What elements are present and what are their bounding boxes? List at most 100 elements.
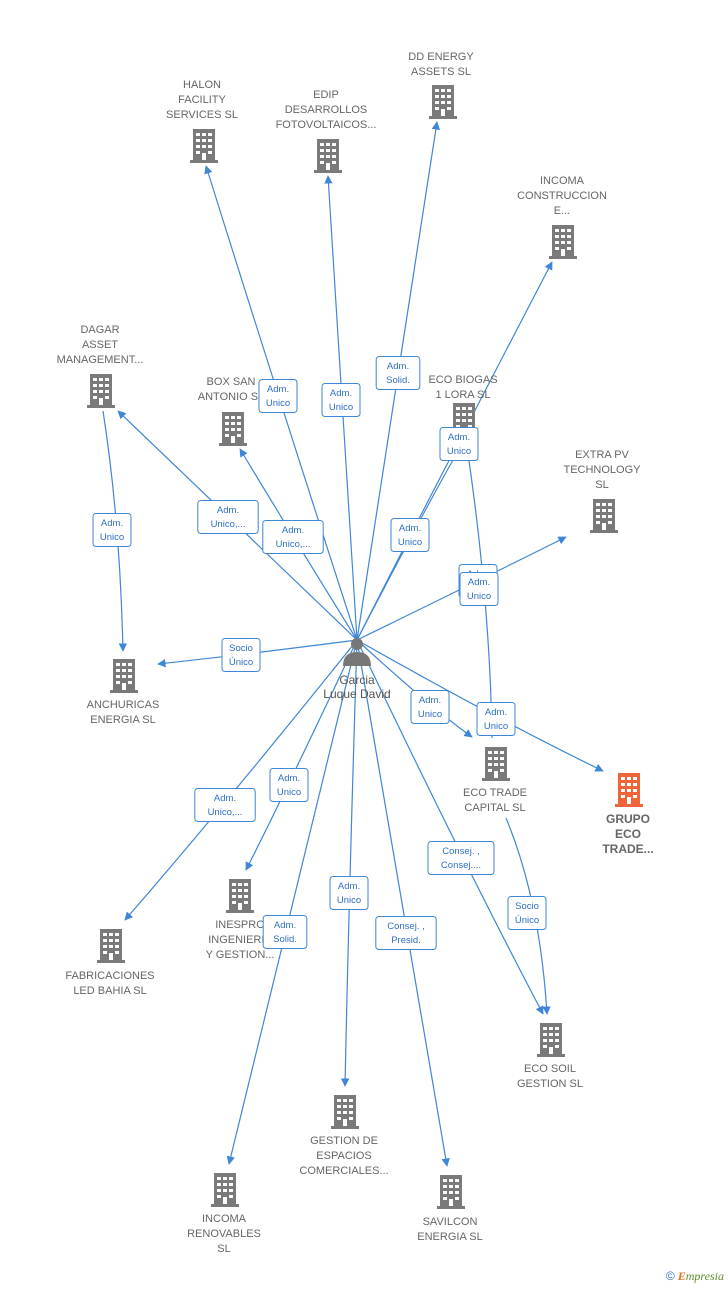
company-node-grupo_eco_trade[interactable]: GRUPOECOTRADE... <box>602 773 654 856</box>
person-icon <box>343 638 371 666</box>
company-name: HALON <box>183 79 221 91</box>
building-icon <box>549 225 577 259</box>
relation-label-box_san_antonio-box <box>262 520 324 554</box>
relation-label-inespro-text: Unico <box>277 787 301 798</box>
relation-label-eco_soil: Consej. ,Consej.... <box>427 841 495 875</box>
company-node-gestion_espacios[interactable]: GESTION DEESPACIOSCOMERCIALES... <box>299 1095 389 1177</box>
relation-label-eco_biogas-text: Unico <box>447 446 471 457</box>
relation-label-gestion_espacios: Adm. Unico <box>329 876 369 910</box>
empresia-watermark: © Empresia <box>666 1269 724 1284</box>
relation-label-dagar: Adm. Unico,... <box>197 500 259 534</box>
relation-label-gestion_espacios-text: Unico <box>337 895 361 906</box>
building-icon <box>615 773 643 807</box>
relation-label-edip-text: Unico <box>329 402 353 413</box>
building-icon <box>482 747 510 781</box>
company-name: ECO <box>615 827 641 841</box>
relation-label-eco_trade_capital-eco_soil-text: Único <box>515 915 539 926</box>
relation-label-incoma_construccion: Adm.Unico <box>390 518 430 552</box>
relation-label-eco_trade_capital-text: Unico <box>418 709 442 720</box>
relation-label-eco_trade_capital-text: Adm. <box>419 695 441 706</box>
relation-labels-layer: Adm.UnicoAdm.UnicoAdm.Solid.Adm.UnicoAdm… <box>92 356 547 950</box>
relation-label-incoma_renovables-text: Solid. <box>273 934 297 945</box>
relation-label-box_san_antonio-text: Adm. <box>282 525 304 536</box>
relation-label-fabricaciones: Adm.Unico,... <box>194 788 256 822</box>
relation-label-dagar-anchuricas-text: Adm. <box>101 518 123 529</box>
relation-label-eco_trade_capital-eco_biogas-box <box>459 572 499 606</box>
company-name: TRADE... <box>602 842 653 856</box>
company-name: INGENIERIA <box>208 934 272 946</box>
company-name: SERVICES SL <box>166 109 238 121</box>
relation-label-dd_energy-text: Solid. <box>386 375 410 386</box>
relation-label-grupo_eco_trade-text: Unico <box>484 721 508 732</box>
company-node-dd_energy[interactable]: DD ENERGY ASSETS SL <box>408 51 474 119</box>
relation-label-halon: Adm.Unico <box>258 379 298 413</box>
relation-label-dd_energy: Adm.Solid. <box>375 356 421 390</box>
company-name: DESARROLLOS <box>285 104 368 116</box>
relation-label-savilcon-box <box>375 916 437 950</box>
building-icon <box>219 412 247 446</box>
relation-label-eco_soil-text: Consej.... <box>441 860 481 871</box>
relation-label-edip-text: Adm. <box>330 388 352 399</box>
relation-label-eco_biogas: Adm.Unico <box>439 427 479 461</box>
relation-label-inespro-text: Adm. <box>278 773 300 784</box>
company-name: DD ENERGY <box>408 51 474 63</box>
company-name: MANAGEMENT... <box>57 354 144 366</box>
relation-label-eco_trade_capital-eco_biogas: Adm.Unico <box>459 572 499 606</box>
relation-label-dagar-text: Adm. <box>217 505 239 516</box>
company-name: 1 LORA SL <box>435 389 490 401</box>
company-name: ECO SOIL <box>524 1063 576 1075</box>
relation-label-gestion_espacios-text: Adm. <box>338 881 360 892</box>
relation-label-savilcon: Consej. ,Presid. <box>375 916 437 950</box>
relation-label-grupo_eco_trade-text: Adm. <box>485 707 507 718</box>
relation-label-eco_trade_capital-eco_soil-text: Socio <box>515 901 539 912</box>
company-name: INCOMA <box>202 1213 247 1225</box>
building-icon <box>110 659 138 693</box>
building-icon <box>87 374 115 408</box>
relation-label-dd_energy-box <box>375 356 421 390</box>
company-name: ECO BIOGAS <box>428 374 497 386</box>
company-node-incoma_construccion[interactable]: INCOMACONSTRUCCIONE... <box>517 175 607 259</box>
company-name: INCOMA <box>540 175 585 187</box>
company-name: SL <box>595 479 608 491</box>
relation-label-inespro-box <box>269 768 309 802</box>
building-icon <box>331 1095 359 1129</box>
company-name: E... <box>554 205 571 217</box>
relation-label-savilcon-text: Consej. , <box>387 921 425 932</box>
building-icon <box>537 1023 565 1057</box>
company-node-eco_biogas[interactable]: ECO BIOGAS 1 LORA SL <box>428 374 498 437</box>
company-node-dagar[interactable]: DAGARASSETMANAGEMENT... <box>57 324 144 408</box>
relation-label-dagar-anchuricas: Adm.Unico <box>92 513 132 547</box>
company-name: FOTOVOLTAICOS... <box>276 119 377 131</box>
relation-label-anchuricas-text: Socio <box>229 643 253 654</box>
company-name: ENERGIA SL <box>90 714 155 726</box>
relation-label-anchuricas-box <box>221 638 261 672</box>
company-name: ASSETS SL <box>411 66 471 78</box>
building-icon <box>437 1175 465 1209</box>
company-name: EXTRA PV <box>575 449 629 461</box>
company-node-edip[interactable]: EDIPDESARROLLOSFOTOVOLTAICOS... <box>276 89 377 173</box>
relation-label-inespro: Adm. Unico <box>269 768 309 802</box>
relation-label-incoma_renovables: Adm. Solid. <box>262 915 308 949</box>
relation-label-incoma_construccion-box <box>390 518 430 552</box>
relation-label-eco_soil-box <box>427 841 495 875</box>
relation-label-incoma_renovables-text: Adm. <box>274 920 296 931</box>
relation-label-eco_trade_capital-eco_soil-box <box>507 896 547 930</box>
company-name: FABRICACIONES <box>65 970 154 982</box>
building-icon <box>314 139 342 173</box>
building-icon <box>590 499 618 533</box>
relation-label-dagar-text: Unico,... <box>211 519 246 530</box>
